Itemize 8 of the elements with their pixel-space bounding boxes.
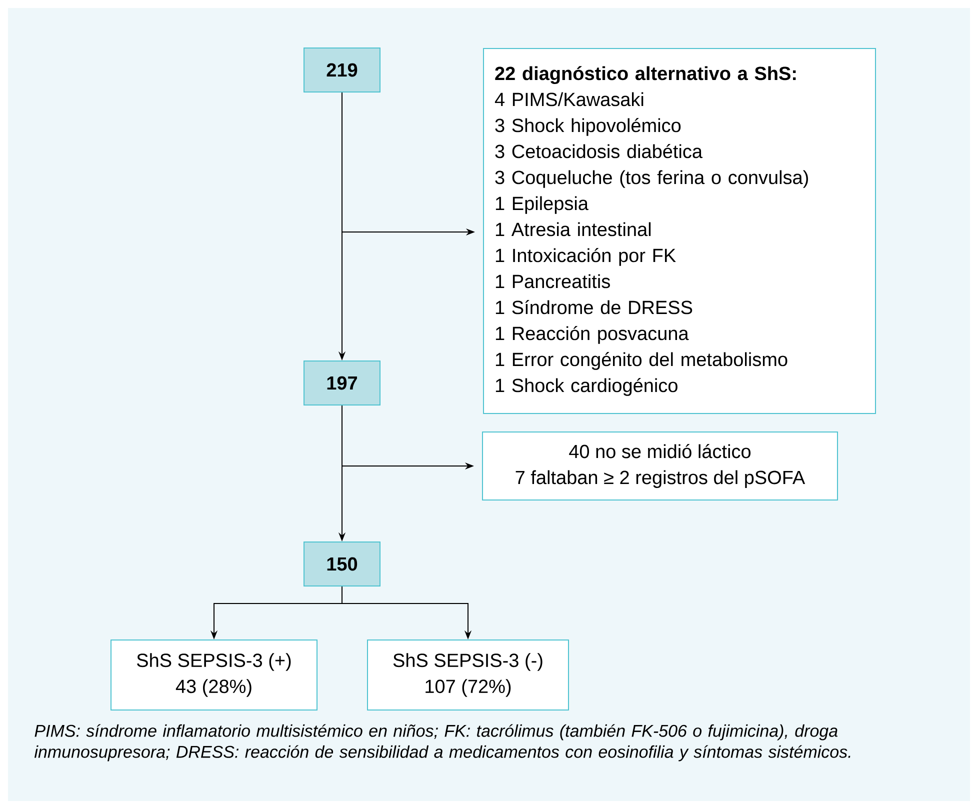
count-box: 150 <box>304 542 380 586</box>
outcome-box: ShS SEPSIS-3 (+) 43 (28%) <box>110 640 318 710</box>
exclusion-box: 40 no se midió láctico 7 faltaban ≥ 2 registros del pSOFA <box>482 432 838 500</box>
outcome-box: ShS SEPSIS-3 (-) 107 (72%) <box>367 640 569 710</box>
count-box: 197 <box>304 360 380 406</box>
exclusion-box: 22 diagnóstico alternativo a ShS: 4 PIMS/Kawasaki 3 Shock hipovolémico 3 Cetoacidosis diabética 3 Coqueluche (tos ferina o convulsa) 1 Epilepsia 1 Atresia intestinal 1 Intoxicación por FK 1 Pancreatitis 1 Síndrome de DRESS 1 Reacción posvacuna 1 Error congénito del metabolismo 1 Shock cardiogénico <box>483 48 876 414</box>
caption: PIMS: síndrome inflamatorio multisistémico en niños; FK: tacrólimus (también FK-506 o fujimicina), droga inmunosupresora; DRESS: reacción de sensibilidad a medicamentos con eosinofilia y síntomas sistémicos. <box>34 724 850 762</box>
count-box: 219 <box>304 48 380 92</box>
